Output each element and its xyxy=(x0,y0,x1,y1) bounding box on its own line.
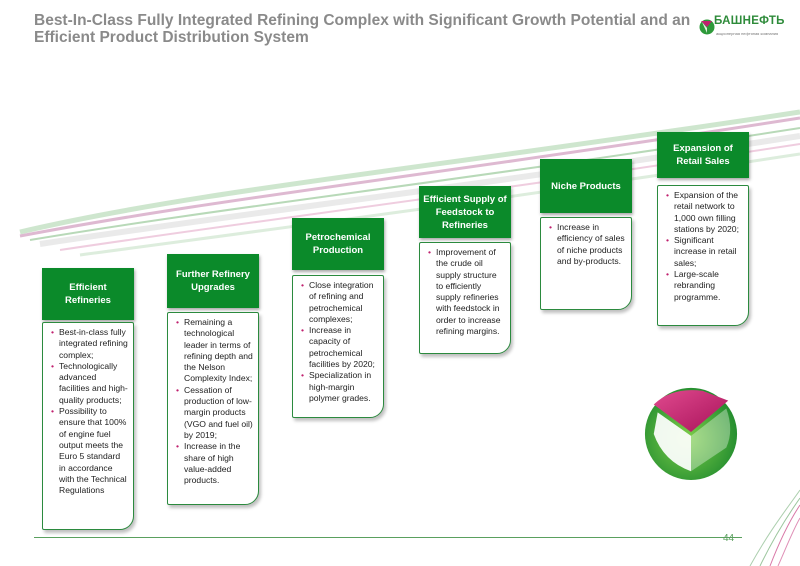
brand-name: БАШНЕФТЬ xyxy=(714,15,785,27)
step-card-niche-products: Increase in efficiency of sales of niche… xyxy=(540,217,632,310)
step-header-expansion-retail: Expansion of Retail Sales xyxy=(657,132,749,178)
svg-text:акционерная нефтяная компания: акционерная нефтяная компания xyxy=(716,31,778,36)
step-card-expansion-retail: Expansion of the retail network to 1,000… xyxy=(657,185,749,326)
step-card-efficient-refineries: Best-in-class fully integrated refining … xyxy=(42,322,134,530)
list-item: Significant increase in retail sales; xyxy=(666,235,744,269)
list-item: Increase in the share of high value-adde… xyxy=(176,441,254,486)
list-item: Close integration of refining and petroc… xyxy=(301,280,379,325)
list-item: Improvement of the crude oil supply stru… xyxy=(428,247,506,337)
step-header-further-refinery-upgrades: Further Refinery Upgrades xyxy=(167,254,259,308)
step-header-efficient-supply: Efficient Supply of Feedstock to Refiner… xyxy=(419,186,511,238)
page-title: Best-In-Class Fully Integrated Refining … xyxy=(34,12,691,46)
step-card-efficient-supply: Improvement of the crude oil supply stru… xyxy=(419,242,511,354)
list-item: Increase in capacity of petrochemical fa… xyxy=(301,325,379,370)
step-header-petrochemical-production: Petrochemical Production xyxy=(292,218,384,270)
page-number: 44 xyxy=(723,533,735,544)
step-header-niche-products: Niche Products xyxy=(540,159,632,213)
list-item: Remaining a technological leader in term… xyxy=(176,317,254,385)
list-item: Specialization in high-margin polymer gr… xyxy=(301,370,379,404)
footer-divider xyxy=(34,537,742,538)
list-item: Cessation of production of low-margin pr… xyxy=(176,385,254,441)
list-item: Increase in efficiency of sales of niche… xyxy=(549,222,627,267)
list-item: Best-in-class fully integrated refining … xyxy=(51,327,129,361)
bashneft-logo-icon: акционерная нефтяная компания xyxy=(699,19,778,36)
list-item: Expansion of the retail network to 1,000… xyxy=(666,190,744,235)
list-item: Large-scale rebranding programme. xyxy=(666,269,744,303)
list-item: Possibility to ensure that 100% of engin… xyxy=(51,406,129,496)
list-item: Technologically advanced facilities and … xyxy=(51,361,129,406)
step-card-further-refinery-upgrades: Remaining a technological leader in term… xyxy=(167,312,259,505)
bashneft-emblem-icon xyxy=(644,387,738,481)
step-header-efficient-refineries: Efficient Refineries xyxy=(42,268,134,320)
step-card-petrochemical-production: Close integration of refining and petroc… xyxy=(292,275,384,418)
